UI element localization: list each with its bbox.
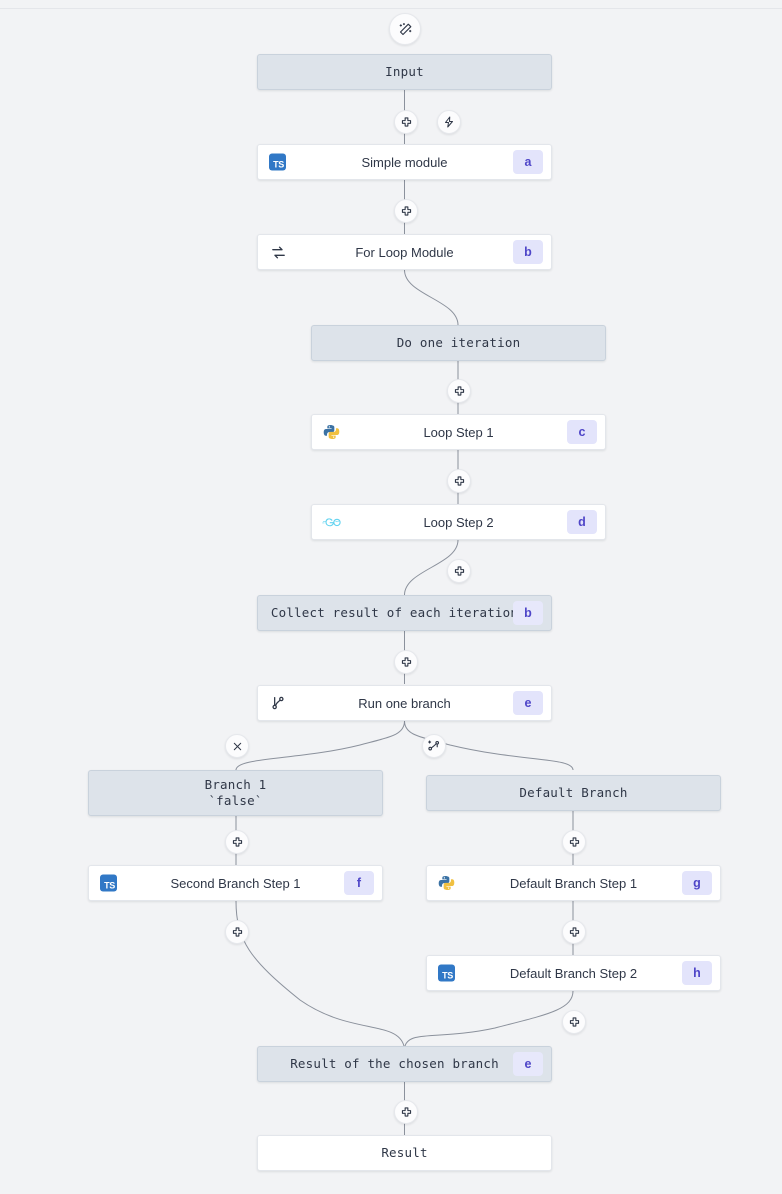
plus-icon bbox=[232, 836, 242, 847]
node-run-one-branch-badge: e bbox=[513, 691, 543, 715]
delete-branch-1-button[interactable] bbox=[225, 734, 249, 758]
node-result-label: Result bbox=[381, 1145, 428, 1161]
typescript-icon: TS bbox=[99, 874, 118, 893]
plus-icon bbox=[401, 116, 411, 127]
ai-assistant-button[interactable] bbox=[389, 13, 421, 45]
node-loop-step-1-label: Loop Step 1 bbox=[423, 424, 494, 440]
plus-icon bbox=[232, 926, 242, 937]
plus-icon bbox=[401, 1106, 411, 1117]
plus-icon bbox=[569, 836, 579, 847]
node-input[interactable]: Input bbox=[257, 54, 552, 90]
node-default-branch-step-2-badge: h bbox=[682, 961, 712, 985]
typescript-icon: TS bbox=[437, 964, 456, 983]
typescript-icon: TS bbox=[268, 153, 287, 172]
add-after-default-branch-step-1-button[interactable] bbox=[562, 920, 586, 944]
node-input-label: Input bbox=[385, 64, 424, 80]
close-icon bbox=[233, 742, 241, 750]
add-after-second-branch-step-1-button[interactable] bbox=[225, 920, 249, 944]
edge-default-branch-step-2-to-chosen-result bbox=[404, 990, 574, 1047]
magic-wand-icon bbox=[399, 22, 411, 35]
add-branch-button[interactable] bbox=[422, 734, 446, 758]
add-branch-icon bbox=[428, 740, 440, 751]
lightning-icon bbox=[445, 116, 453, 128]
plus-icon bbox=[454, 565, 464, 576]
add-after-collect-result-button[interactable] bbox=[394, 650, 418, 674]
node-do-one-iteration-label: Do one iteration bbox=[396, 335, 521, 351]
python-icon bbox=[322, 423, 341, 442]
add-after-simple-module-button[interactable] bbox=[394, 199, 418, 223]
node-collect-result[interactable]: Collect result of each iteration b bbox=[257, 595, 552, 631]
node-default-branch-step-1-label: Default Branch Step 1 bbox=[509, 875, 638, 891]
go-icon bbox=[322, 513, 341, 532]
node-simple-module[interactable]: TS Simple module a bbox=[257, 144, 552, 180]
node-default-branch[interactable]: Default Branch bbox=[426, 775, 721, 811]
header-divider bbox=[0, 8, 782, 9]
plus-icon bbox=[454, 385, 464, 396]
add-after-loop-step-2-button[interactable] bbox=[447, 559, 471, 583]
node-run-one-branch[interactable]: Run one branch e bbox=[257, 685, 552, 721]
add-after-branch-1-button[interactable] bbox=[225, 830, 249, 854]
node-branch-1-label: Branch 1 `false` bbox=[204, 777, 267, 808]
add-after-loop-step-1-button[interactable] bbox=[447, 469, 471, 493]
edge-run-one-branch-to-branch-1 bbox=[235, 720, 405, 771]
node-simple-module-label: Simple module bbox=[361, 154, 448, 170]
node-chosen-branch-result-badge: e bbox=[513, 1052, 543, 1076]
python-icon bbox=[437, 874, 456, 893]
add-after-do-one-iteration-button[interactable] bbox=[447, 379, 471, 403]
node-for-loop-module-label: For Loop Module bbox=[355, 244, 454, 260]
node-second-branch-step-1[interactable]: TS Second Branch Step 1 f bbox=[88, 865, 383, 901]
plus-icon bbox=[401, 205, 411, 216]
node-loop-step-2-badge: d bbox=[567, 510, 597, 534]
edge-for-loop-to-do-one-iteration bbox=[404, 269, 459, 326]
plus-icon bbox=[454, 475, 464, 486]
plus-icon bbox=[569, 1016, 579, 1027]
node-default-branch-step-1-badge: g bbox=[682, 871, 712, 895]
plus-icon bbox=[569, 926, 579, 937]
add-after-input-button[interactable] bbox=[394, 110, 418, 134]
node-loop-step-2[interactable]: Loop Step 2 d bbox=[311, 504, 606, 540]
node-loop-step-2-label: Loop Step 2 bbox=[423, 514, 494, 530]
node-collect-result-label: Collect result of each iteration bbox=[270, 605, 519, 621]
node-default-branch-step-2-label: Default Branch Step 2 bbox=[509, 965, 638, 981]
branch-icon bbox=[268, 693, 288, 713]
node-for-loop-module-badge: b bbox=[513, 240, 543, 264]
node-do-one-iteration[interactable]: Do one iteration bbox=[311, 325, 606, 361]
loop-icon bbox=[268, 242, 288, 262]
node-loop-step-1[interactable]: Loop Step 1 c bbox=[311, 414, 606, 450]
node-result[interactable]: Result bbox=[257, 1135, 552, 1171]
node-simple-module-badge: a bbox=[513, 150, 543, 174]
node-chosen-branch-result-label: Result of the chosen branch bbox=[290, 1056, 499, 1072]
node-default-branch-step-1[interactable]: Default Branch Step 1 g bbox=[426, 865, 721, 901]
node-run-one-branch-label: Run one branch bbox=[358, 695, 451, 711]
plus-icon bbox=[401, 656, 411, 667]
node-second-branch-step-1-badge: f bbox=[344, 871, 374, 895]
node-default-branch-step-2[interactable]: TS Default Branch Step 2 h bbox=[426, 955, 721, 991]
edge-second-branch-step-1-to-chosen-result bbox=[235, 900, 405, 1047]
trigger-after-input-button[interactable] bbox=[437, 110, 461, 134]
add-after-default-branch-button[interactable] bbox=[562, 830, 586, 854]
node-collect-result-badge: b bbox=[513, 601, 543, 625]
add-after-chosen-branch-result-button[interactable] bbox=[394, 1100, 418, 1124]
add-after-default-branch-step-2-button[interactable] bbox=[562, 1010, 586, 1034]
node-loop-step-1-badge: c bbox=[567, 420, 597, 444]
node-branch-1[interactable]: Branch 1 `false` bbox=[88, 770, 383, 816]
node-default-branch-label: Default Branch bbox=[519, 785, 628, 801]
node-second-branch-step-1-label: Second Branch Step 1 bbox=[170, 875, 301, 891]
node-chosen-branch-result[interactable]: Result of the chosen branch e bbox=[257, 1046, 552, 1082]
node-for-loop-module[interactable]: For Loop Module b bbox=[257, 234, 552, 270]
